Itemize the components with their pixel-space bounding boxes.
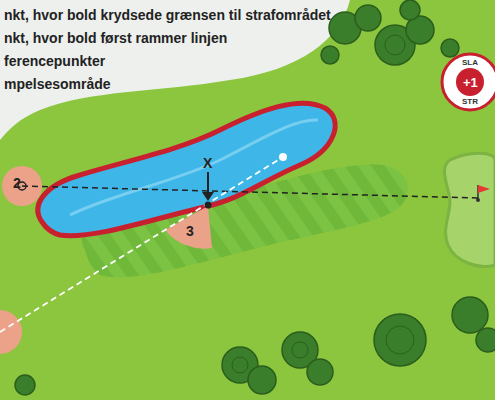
water-hazard — [38, 103, 335, 236]
legend-text: nkt, hvor bold krydsede grænsen til stra… — [4, 8, 331, 22]
callout-label: SLA — [462, 59, 478, 67]
legend-text: nkt, hvor bold først rammer linjen — [4, 31, 227, 45]
legend-text: mpelsesområde — [4, 77, 111, 91]
putting-green — [445, 153, 495, 266]
callout-label: STR — [462, 98, 478, 106]
relief-area — [165, 206, 212, 249]
callout-label: 2 — [13, 176, 21, 190]
callout-label: X — [203, 156, 212, 170]
ball-flight-line — [0, 157, 283, 332]
legend-text: ferencepunkter — [4, 54, 105, 68]
callout-label: +1 — [463, 76, 478, 89]
penalty-badge — [442, 54, 495, 110]
callout-label: 3 — [186, 224, 194, 238]
reference-line — [22, 186, 478, 198]
